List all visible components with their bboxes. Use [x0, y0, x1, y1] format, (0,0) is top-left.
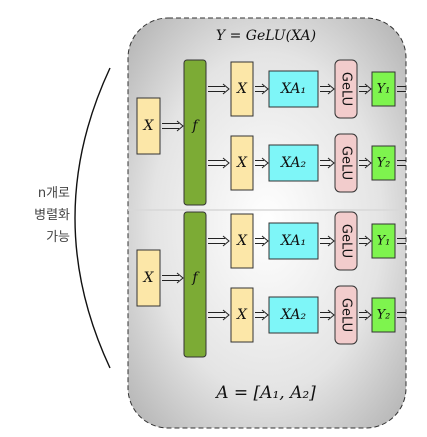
input-x-box [136, 249, 161, 307]
xa-label: XA₁ [280, 81, 306, 97]
xa-box [268, 70, 319, 108]
arrow-icon [208, 157, 230, 169]
arrow-icon [359, 309, 372, 321]
branch-x-box [230, 61, 254, 117]
bracket [74, 67, 111, 369]
gelu-label: GeLU [339, 72, 354, 106]
gelu-box [334, 285, 358, 345]
side-label-line: 가능 [46, 230, 70, 245]
xa-box [268, 144, 319, 182]
arrow-icon [359, 235, 372, 247]
arrow-icon [208, 309, 230, 321]
branch-row: X XA₁ GeLU Y₁ [208, 59, 406, 119]
arrow-icon [162, 120, 184, 132]
arrow-icon [320, 83, 335, 95]
y-output-box [371, 223, 396, 259]
arrow-icon [397, 157, 406, 169]
xa-box [268, 222, 319, 260]
bottom-formula: A = [A₁, A₂] [214, 383, 316, 403]
y-output-label: Y₂ [377, 308, 391, 323]
input-x-label: X [143, 270, 155, 286]
arrow-icon [162, 272, 184, 284]
f-operator-label: f [191, 118, 200, 134]
xa-label: XA₂ [280, 307, 307, 323]
side-label-line: n개로 [37, 186, 70, 201]
branch-row: X XA₂ GeLU Y₂ [208, 133, 406, 193]
gelu-box [334, 133, 358, 193]
f-operator-box [183, 211, 207, 358]
y-output-box [371, 71, 396, 107]
outer-panel [127, 17, 407, 429]
branch-x-box [230, 287, 254, 343]
y-output-label: Y₂ [377, 156, 391, 171]
arrow-icon [359, 83, 372, 95]
arrow-icon [397, 83, 406, 95]
arrow-icon [208, 235, 230, 247]
xa-label: XA₁ [280, 233, 306, 249]
branch-row: X XA₂ GeLU Y₂ [208, 285, 406, 345]
y-output-box [371, 145, 396, 181]
xa-label: XA₂ [280, 155, 307, 171]
branch-x-label: X [236, 81, 248, 97]
f-operator-box [183, 59, 207, 206]
branch-row: X XA₁ GeLU Y₁ [208, 211, 406, 271]
gelu-label: GeLU [339, 224, 354, 258]
y-output-box [371, 297, 396, 333]
side-label: n개로 병렬화 가능 [0, 183, 70, 249]
branch-x-label: X [236, 307, 248, 323]
arrow-icon [320, 309, 335, 321]
branch-x-label: X [236, 233, 248, 249]
y-output-label: Y₁ [377, 82, 391, 97]
arrow-icon [255, 235, 269, 247]
arrow-icon [397, 309, 406, 321]
gelu-label: GeLU [339, 146, 354, 180]
branch-x-label: X [236, 155, 248, 171]
xa-box [268, 296, 319, 334]
arrow-icon [320, 235, 335, 247]
arrow-icon [255, 157, 269, 169]
branch-x-box [230, 213, 254, 269]
side-label-line: 병렬화 [34, 208, 70, 223]
arrow-icon [255, 83, 269, 95]
arrow-icon [320, 157, 335, 169]
gelu-box [334, 59, 358, 119]
arrow-icon [208, 83, 230, 95]
input-x-box [136, 97, 161, 155]
y-output-label: Y₁ [377, 234, 391, 249]
f-operator-label: f [191, 270, 200, 286]
branch-x-box [230, 135, 254, 191]
gelu-label: GeLU [339, 298, 354, 332]
arrow-icon [397, 235, 406, 247]
title-formula: Y = GeLU(XA) [216, 28, 316, 44]
arrow-icon [359, 157, 372, 169]
gelu-box [334, 211, 358, 271]
arrow-icon [255, 309, 269, 321]
input-x-label: X [143, 118, 155, 134]
